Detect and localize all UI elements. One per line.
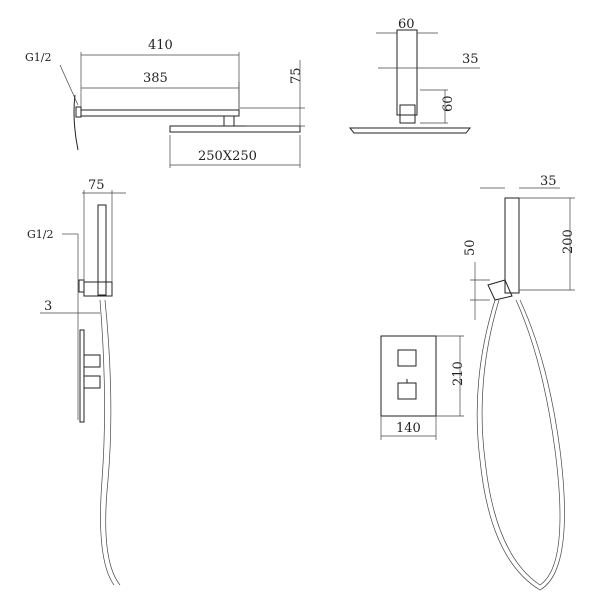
dim-arm-total: 410: [148, 38, 173, 53]
valve-plate-view: [380, 335, 464, 440]
thread-label-holder: G1/2: [27, 228, 54, 241]
dim-holder: 50: [463, 239, 478, 256]
thread-label: G1/2: [25, 51, 52, 64]
dim-arm-depth: 35: [462, 52, 479, 67]
dim-hand-length: 200: [561, 229, 576, 254]
dim-front-width: 60: [398, 17, 415, 32]
dim-wall-gap: 3: [44, 299, 52, 314]
dim-mount-height: 60: [441, 95, 456, 112]
dim-arm-length: 385: [143, 71, 168, 86]
dim-hand-depth: 35: [540, 174, 557, 189]
dim-holder-width: 75: [88, 178, 105, 193]
dim-head-size: 250X250: [198, 149, 257, 164]
shower-head-front-view: [348, 29, 480, 134]
dim-head-height: 75: [289, 67, 304, 84]
shower-head-side-view: [59, 52, 305, 168]
dim-valve-width: 140: [396, 421, 421, 436]
hand-holder-side-view: [40, 190, 126, 586]
hand-shower-view: [470, 187, 575, 591]
dim-valve-height: 210: [451, 361, 466, 386]
